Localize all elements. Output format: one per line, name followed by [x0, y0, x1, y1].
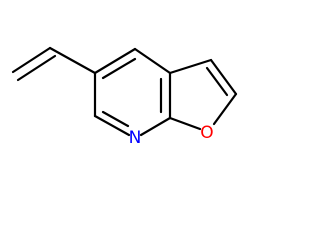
vinyl-terminal-double-bond [16, 54, 57, 82]
pyridine-bond-n-c6 [93, 114, 131, 137]
furan-bond-c3-c3a [168, 58, 213, 75]
vinyl-terminal-bond [11, 46, 52, 74]
oxygen-atom-label: O [200, 123, 213, 143]
molecule-structure-diagram: N O [11, 46, 238, 148]
pyridine-bond-c4-c3a [133, 47, 172, 75]
pyridine-double-bond-n-c6-inner [101, 110, 130, 128]
furan-bond-c2-c3 [209, 58, 238, 96]
pyridine-double-bond-c5-c4-inner [101, 57, 137, 80]
furan-bond-c7a-o [168, 116, 202, 131]
pyridine-bond-c5-c4 [93, 47, 137, 75]
pyridine-bond-c7a-n [139, 116, 172, 137]
furan-bond-o-c2 [212, 92, 238, 126]
furan-double-bond-c2-c3-inner [205, 66, 229, 97]
vinyl-to-ring-bond [48, 46, 97, 75]
nitrogen-atom-label: N [129, 128, 142, 148]
